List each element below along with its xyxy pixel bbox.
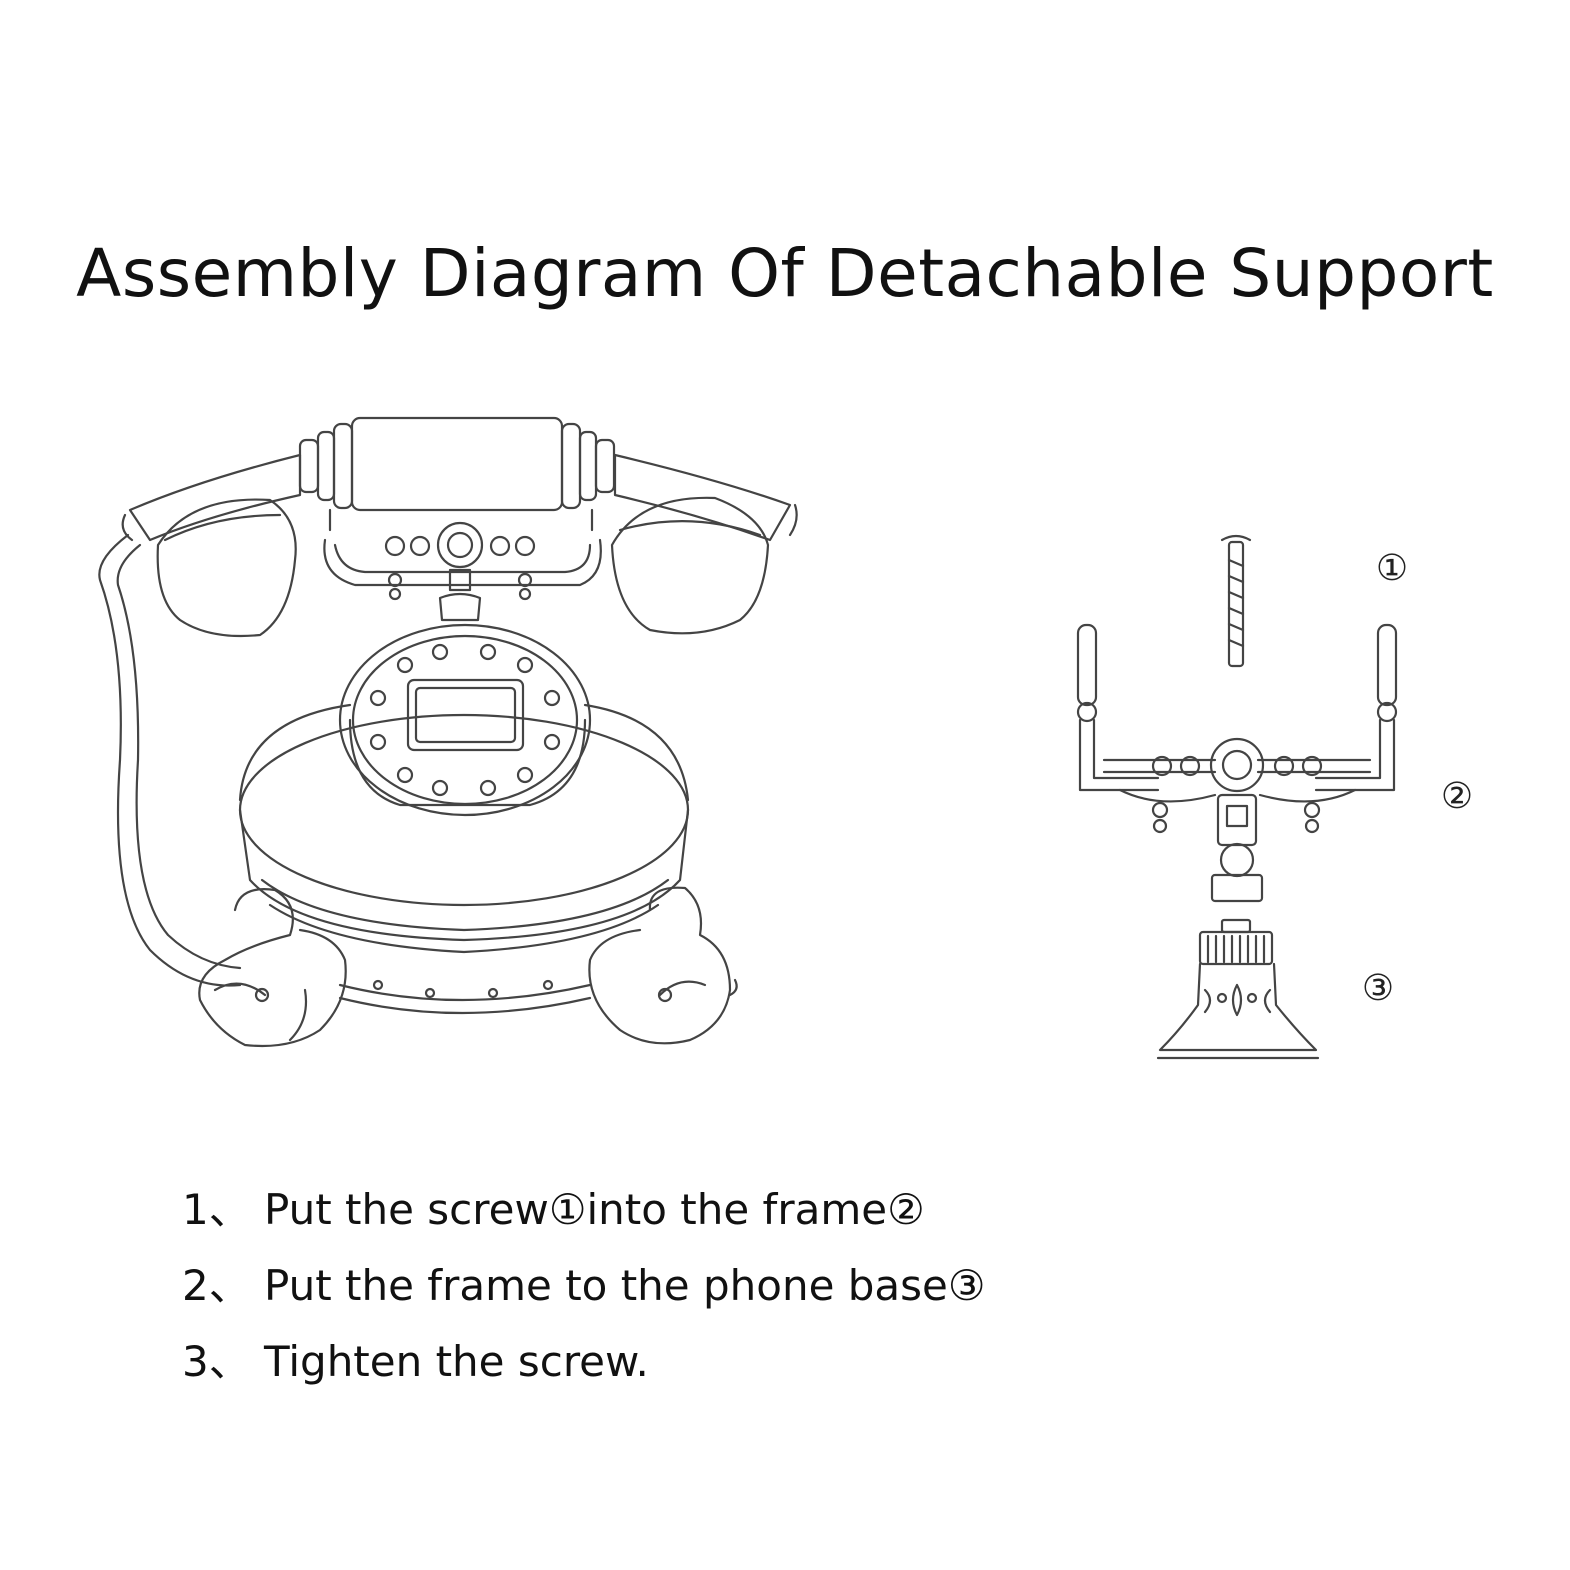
base-part [1156, 918, 1320, 1060]
screw-label: ① [1376, 548, 1408, 589]
diagram-title: Assembly Diagram Of Detachable Support [76, 235, 1494, 312]
phone-cord [98, 533, 242, 987]
base-label: ③ [1362, 968, 1394, 1009]
instruction-step: 3、 Tighten the screw. [182, 1324, 986, 1400]
step-number: 3、 [182, 1337, 251, 1386]
dial [338, 623, 592, 817]
step-number: 2、 [182, 1261, 251, 1310]
frame-part [1076, 623, 1398, 903]
cradle [323, 508, 602, 622]
instruction-step: 2、 Put the frame to the phone base③ [182, 1248, 986, 1324]
instruction-step: 1、 Put the screw①into the frame② [182, 1172, 986, 1248]
instruction-list: 1、 Put the screw①into the frame② 2、 Put th… [182, 1172, 986, 1400]
phone-feet [198, 886, 738, 1048]
frame-label: ② [1441, 776, 1473, 817]
step-text: Tighten the screw. [264, 1337, 649, 1386]
screw-part [1220, 534, 1252, 668]
handset [121, 416, 798, 638]
step-text: Put the screw①into the frame② [264, 1185, 925, 1234]
phone-body [238, 703, 690, 1015]
step-number: 1、 [182, 1185, 251, 1234]
step-text: Put the frame to the phone base③ [264, 1261, 986, 1310]
telephone-illustration [98, 416, 798, 1048]
